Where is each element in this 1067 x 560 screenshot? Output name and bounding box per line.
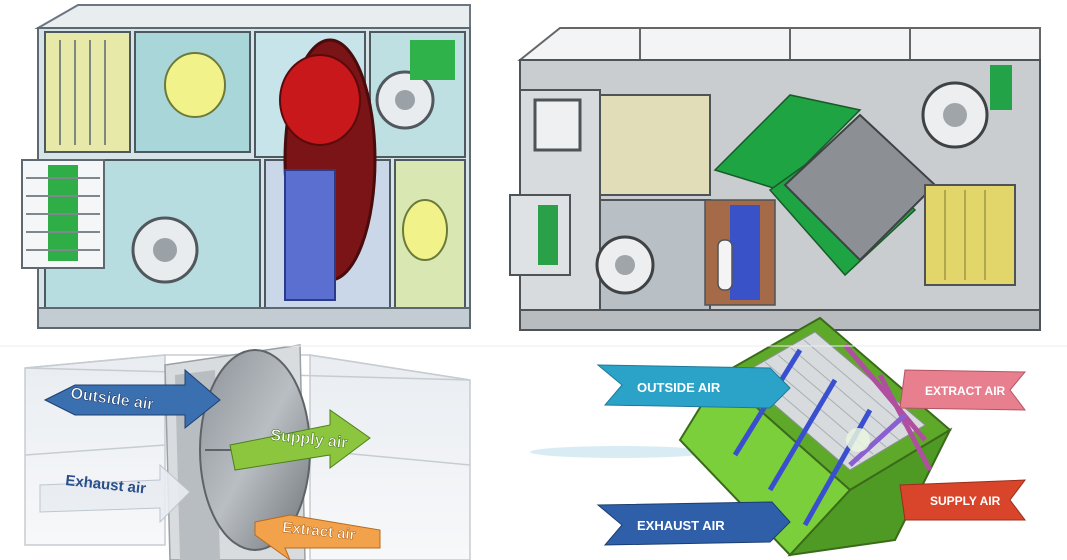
extract-air-arrow-right [899, 369, 1027, 411]
ahu-unit-right [509, 27, 1041, 331]
exhaust-air-arrow [39, 463, 191, 524]
plate-exchanger-diagram [530, 316, 1050, 557]
extract-air-arrow [254, 514, 381, 560]
extract-air-label-right: EXTRACT AIR [925, 384, 1006, 398]
supply-air-arrow [229, 409, 371, 471]
supply-air-label-right: SUPPLY AIR [930, 494, 1001, 508]
ahu-unit-left [21, 4, 471, 329]
outside-air-label-right: OUTSIDE AIR [637, 380, 721, 395]
outside-air-arrow [43, 368, 221, 430]
outside-air-arrow-right [596, 364, 791, 409]
supply-air-arrow-right [899, 479, 1027, 521]
exhaust-air-arrow-right [596, 501, 791, 546]
exhaust-air-label-right: EXHAUST AIR [637, 518, 725, 533]
